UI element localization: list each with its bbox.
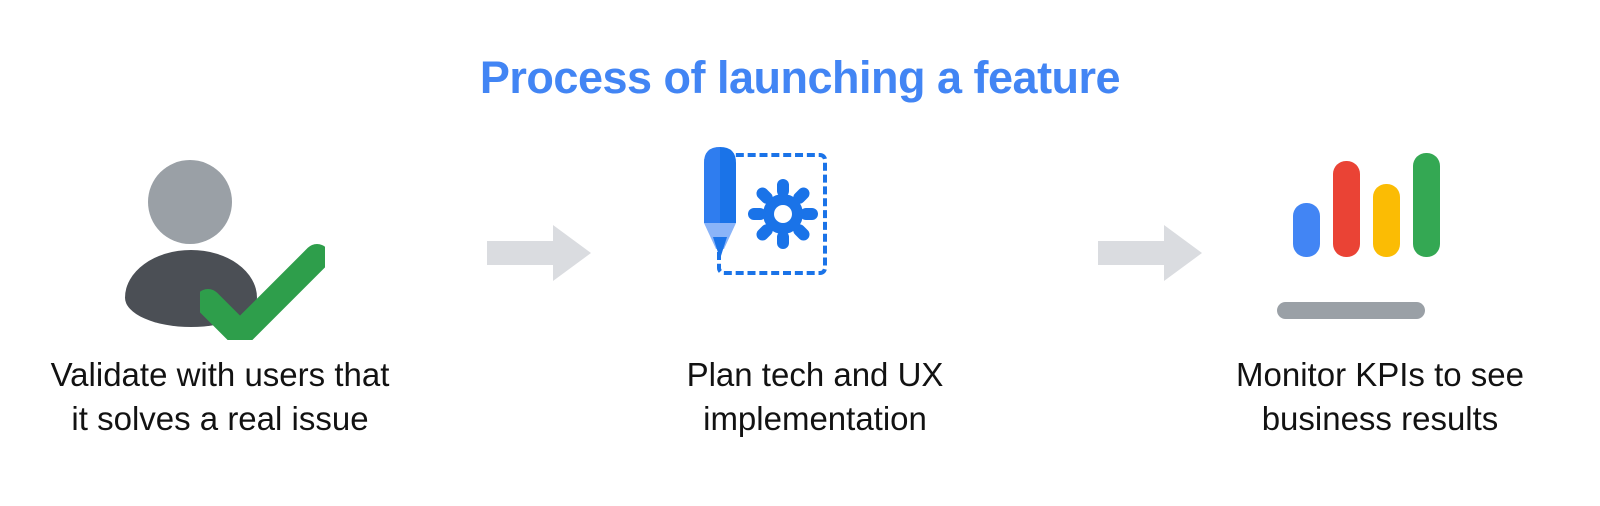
step-2: Plan tech and UX implementation	[595, 145, 1035, 441]
step-2-caption-line-1: Plan tech and UX	[686, 356, 944, 393]
arrow-step2-to-step3	[1098, 225, 1202, 281]
kpi-bar-chart-icon	[1265, 145, 1495, 325]
bar-4	[1413, 153, 1440, 257]
step-1: Validate with users that it solves a rea…	[0, 145, 440, 441]
step-2-caption: Plan tech and UX implementation	[595, 353, 1035, 441]
arrow-step1-to-step2	[487, 225, 591, 281]
step-3: Monitor KPIs to see business results	[1160, 145, 1600, 441]
step-3-caption: Monitor KPIs to see business results	[1160, 353, 1600, 441]
checkmark-icon	[200, 244, 325, 340]
step-3-caption-line-2: business results	[1261, 399, 1499, 437]
step-3-caption-line-1: Monitor KPIs to see	[1236, 356, 1524, 393]
bar-1	[1293, 202, 1320, 257]
person-head-icon	[148, 160, 232, 244]
step-2-caption-line-2: implementation	[703, 399, 927, 437]
user-validation-icon	[105, 145, 335, 340]
gear-icon	[748, 179, 818, 249]
design-plan-icon	[700, 145, 930, 325]
step-1-caption: Validate with users that it solves a rea…	[0, 353, 440, 441]
bar-3	[1373, 184, 1400, 257]
page-title: Process of launching a feature	[479, 52, 1121, 103]
bar-2	[1333, 161, 1360, 257]
bar-chart-baseline	[1277, 302, 1425, 319]
pencil-icon	[704, 147, 736, 259]
step-1-caption-line-2: it solves a real issue	[71, 399, 369, 437]
step-1-caption-line-1: Validate with users that	[50, 356, 390, 393]
bar-chart-bars	[1275, 147, 1440, 287]
